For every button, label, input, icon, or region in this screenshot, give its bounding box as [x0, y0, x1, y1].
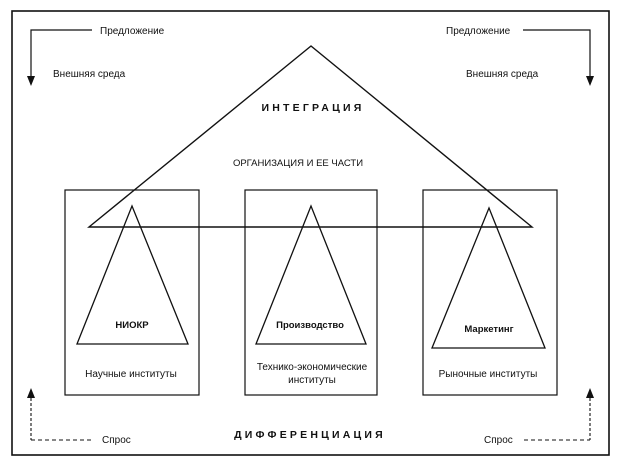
top-right-arrowhead-icon: [586, 76, 594, 86]
outer-frame: [11, 10, 610, 456]
top-right-supply-label: Предложение: [446, 26, 511, 37]
institutes-label-production-line2: институты: [288, 375, 336, 386]
bottom-left-demand-label: Спрос: [102, 435, 131, 446]
top-right-environment-label: Внешняя среда: [466, 69, 539, 80]
top-left-arrow: [30, 29, 92, 76]
top-left-environment-label: Внешняя среда: [53, 69, 126, 80]
triangle-production: [255, 204, 367, 345]
organization-label: ОРГАНИЗАЦИЯ И ЕЕ ЧАСТИ: [233, 158, 363, 169]
top-right-arrow: [523, 29, 591, 76]
integration-label: ИНТЕГРАЦИЯ: [262, 102, 365, 114]
bottom-left-demand: Спрос: [27, 388, 131, 446]
top-left-supply-label: Предложение: [100, 26, 165, 37]
unit-box-marketing: [422, 189, 558, 396]
top-right-supply: Предложение Внешняя среда: [446, 26, 594, 86]
unit-label-rnd: НИОКР: [115, 320, 149, 331]
top-left-arrowhead-icon: [27, 76, 35, 86]
bottom-left-arrowhead-icon: [27, 388, 35, 398]
integration-triangle: [87, 45, 534, 228]
bottom-right-arrowhead-icon: [586, 388, 594, 398]
institutes-label-rnd: Научные институты: [85, 369, 177, 380]
top-left-supply: Предложение Внешняя среда: [27, 26, 165, 86]
institutes-label-production-line1: Технико-экономические: [257, 362, 368, 373]
bottom-right-demand-label: Спрос: [484, 435, 513, 446]
unit-label-production: Производство: [276, 320, 344, 331]
bottom-right-demand: Спрос: [484, 388, 594, 446]
institutes-label-marketing: Рыночные институты: [439, 369, 538, 380]
triangle-rnd: [76, 204, 189, 345]
unit-box-production: [244, 189, 378, 396]
unit-label-marketing: Маркетинг: [464, 324, 513, 335]
unit-box-rnd: [64, 189, 200, 396]
triangle-marketing: [431, 206, 546, 349]
differentiation-label: ДИФФЕРЕНЦИАЦИЯ: [234, 429, 386, 441]
